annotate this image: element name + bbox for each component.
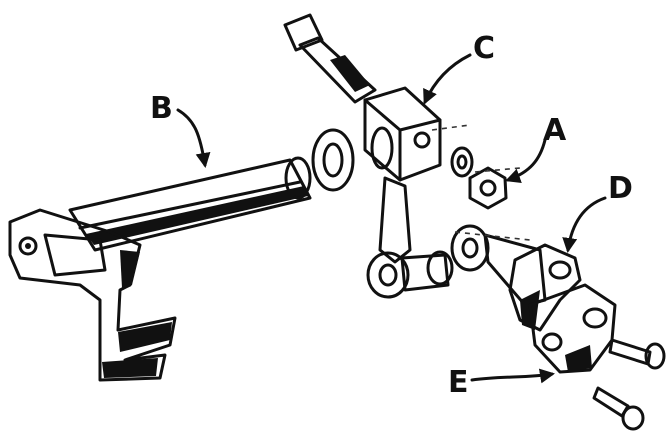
callout-b: B — [150, 91, 173, 126]
leader-arrows — [176, 53, 607, 384]
washer — [311, 128, 355, 192]
leader-d — [562, 196, 607, 253]
leader-b — [176, 108, 211, 168]
connecting-link — [450, 224, 547, 307]
callout-c: C — [473, 31, 495, 66]
leader-e — [470, 368, 555, 384]
callout-a: A — [543, 113, 567, 148]
leader-a — [505, 138, 547, 183]
callout-d: D — [608, 171, 633, 206]
callout-e: E — [448, 365, 469, 400]
leader-c — [423, 53, 472, 105]
part-e-lower-clamp — [528, 283, 666, 431]
part-b-lever-shaft — [8, 156, 312, 382]
part-c-clamp-block — [283, 13, 471, 299]
part-a-hex-nut — [450, 146, 521, 210]
